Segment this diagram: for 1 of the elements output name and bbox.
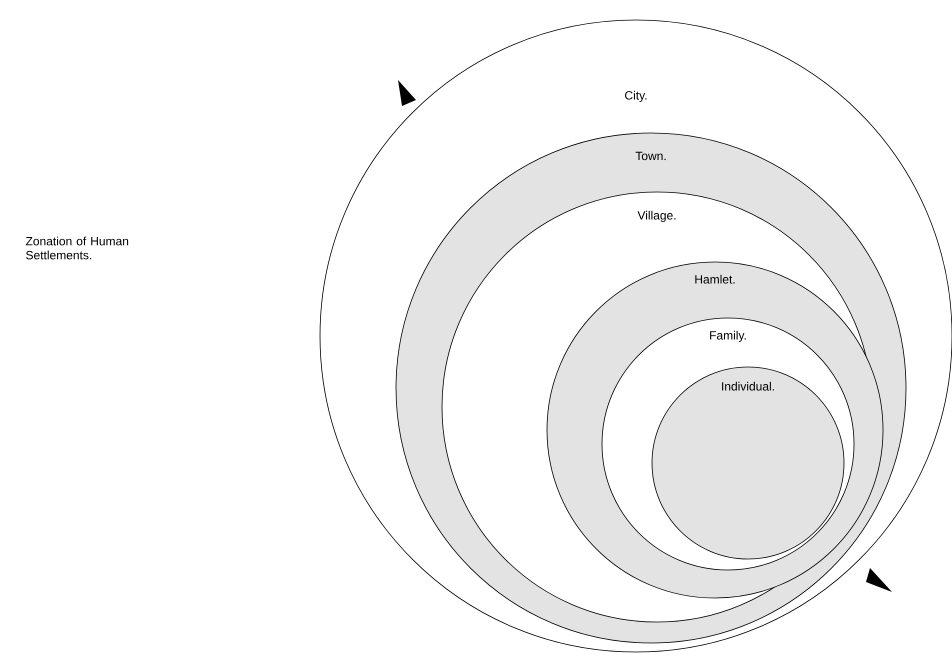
title: Zonation of Human Settlements. bbox=[26, 236, 128, 260]
